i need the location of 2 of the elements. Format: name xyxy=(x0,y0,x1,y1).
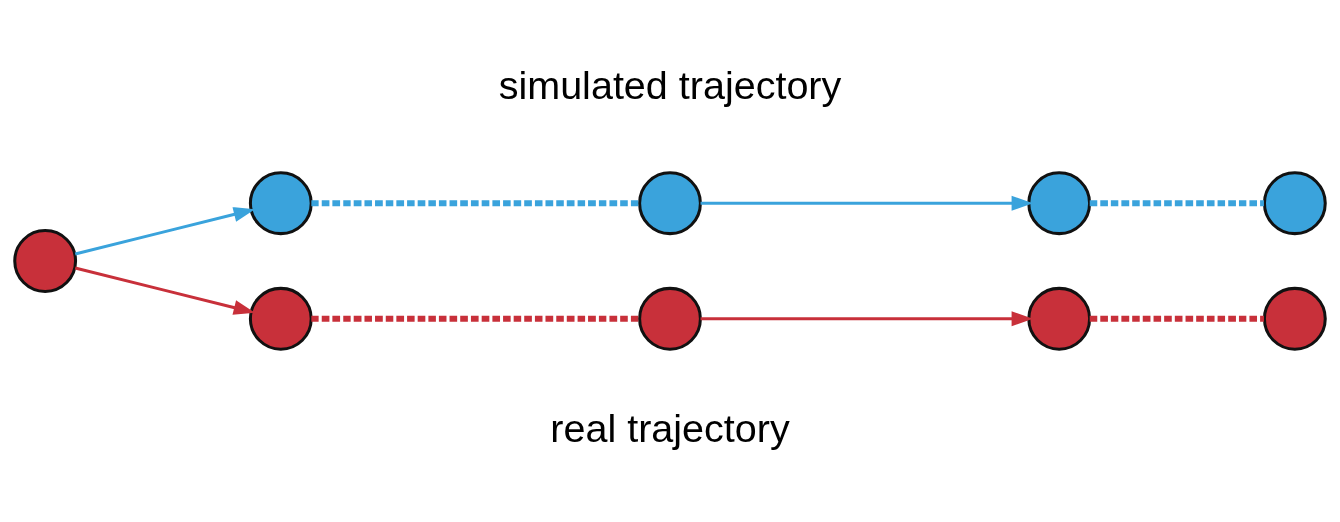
label: simulated trajectory xyxy=(498,62,842,107)
label: real trajectory xyxy=(550,406,790,451)
